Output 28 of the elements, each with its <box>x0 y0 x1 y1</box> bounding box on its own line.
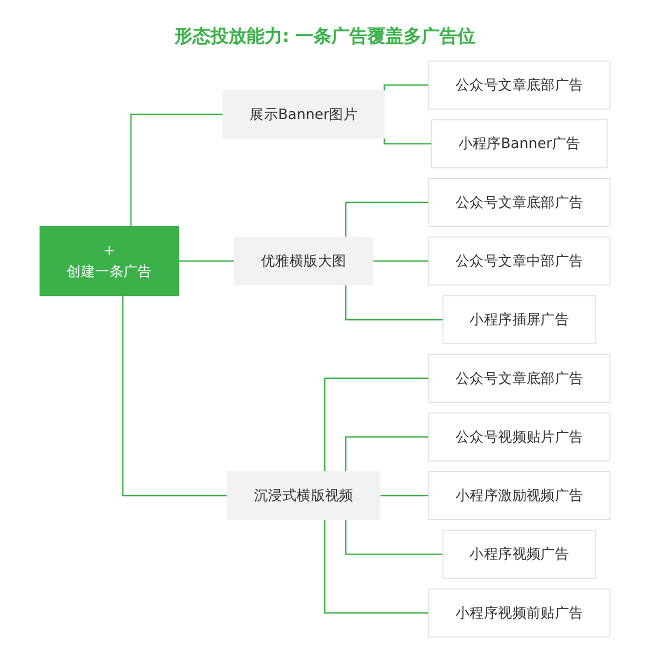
node-box: 沉浸式横版视频 <box>226 471 381 520</box>
connector <box>324 378 429 472</box>
node-box: 公众号文章底部广告 <box>428 178 610 227</box>
connector <box>372 260 429 262</box>
connector <box>384 137 432 144</box>
node-box: 优雅横版大图 <box>234 236 374 286</box>
diagram-title: 形态投放能力: 一条广告覆盖多广告位 <box>173 25 477 48</box>
node-box: 小程序激励视频广告 <box>428 471 610 520</box>
node-box: 小程序Banner广告 <box>431 119 608 168</box>
connector <box>130 114 224 226</box>
node-box: 展示Banner图片 <box>222 90 385 139</box>
node-box: 公众号文章底部广告 <box>428 60 610 110</box>
node-box: 公众号文章中部广告 <box>428 236 610 286</box>
node-box: 小程序插屏广告 <box>442 295 596 344</box>
connector <box>345 202 429 238</box>
connector <box>345 436 429 472</box>
connector <box>324 520 429 614</box>
connector <box>178 260 234 262</box>
connector <box>122 296 228 496</box>
node-box: + 创建一条广告 <box>40 226 180 296</box>
node-box: 小程序视频前贴广告 <box>428 588 610 638</box>
connector <box>345 285 443 320</box>
connector <box>384 84 429 92</box>
node-box: 公众号视频贴片广告 <box>428 412 610 462</box>
node-box: 小程序视频广告 <box>442 530 596 579</box>
connector <box>379 494 429 496</box>
connector <box>345 520 443 555</box>
node-box: 公众号文章底部广告 <box>428 354 610 403</box>
